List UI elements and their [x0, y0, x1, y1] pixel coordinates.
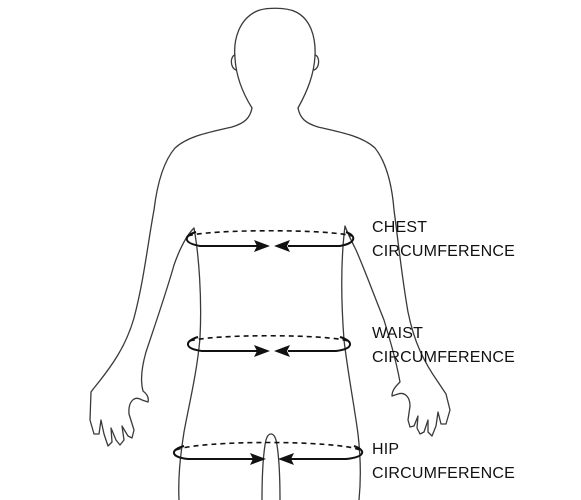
chest-arrow-right — [274, 240, 290, 252]
right-ear-outline — [313, 54, 320, 71]
hip-band-front — [173, 445, 364, 460]
chest-arrow-left — [254, 240, 270, 252]
waist-band-back — [189, 334, 349, 342]
hip-label-line1: HIP — [372, 441, 399, 458]
chest-label: CHEST CIRCUMFERENCE — [372, 219, 515, 260]
waist-band-front — [187, 336, 351, 352]
chest-band-back — [187, 229, 353, 237]
hip-label: HIP CIRCUMFERENCE — [372, 441, 515, 482]
waist-arrow-left — [254, 345, 270, 357]
waist-label-line1: WAIST — [372, 325, 423, 342]
hip-band-back — [175, 441, 361, 451]
waist-label-line2: CIRCUMFERENCE — [372, 349, 515, 366]
hip-arrow-right — [278, 453, 294, 465]
left-ear-outline — [230, 54, 237, 71]
chest-label-line1: CHEST — [372, 219, 427, 236]
right-body-outline — [297, 107, 451, 500]
waist-arrow-right — [274, 345, 290, 357]
chest-band-front — [185, 231, 355, 247]
waist-label: WAIST CIRCUMFERENCE — [372, 325, 515, 366]
left-body-outline — [89, 107, 253, 500]
hip-band — [173, 441, 364, 465]
hip-label-line2: CIRCUMFERENCE — [372, 465, 515, 482]
inner-legs-outline — [261, 433, 281, 500]
head-outline — [234, 7, 316, 109]
hip-arrow-left — [250, 453, 266, 465]
waist-band — [187, 334, 351, 357]
chest-band — [185, 229, 355, 252]
chest-label-line2: CIRCUMFERENCE — [372, 243, 515, 260]
